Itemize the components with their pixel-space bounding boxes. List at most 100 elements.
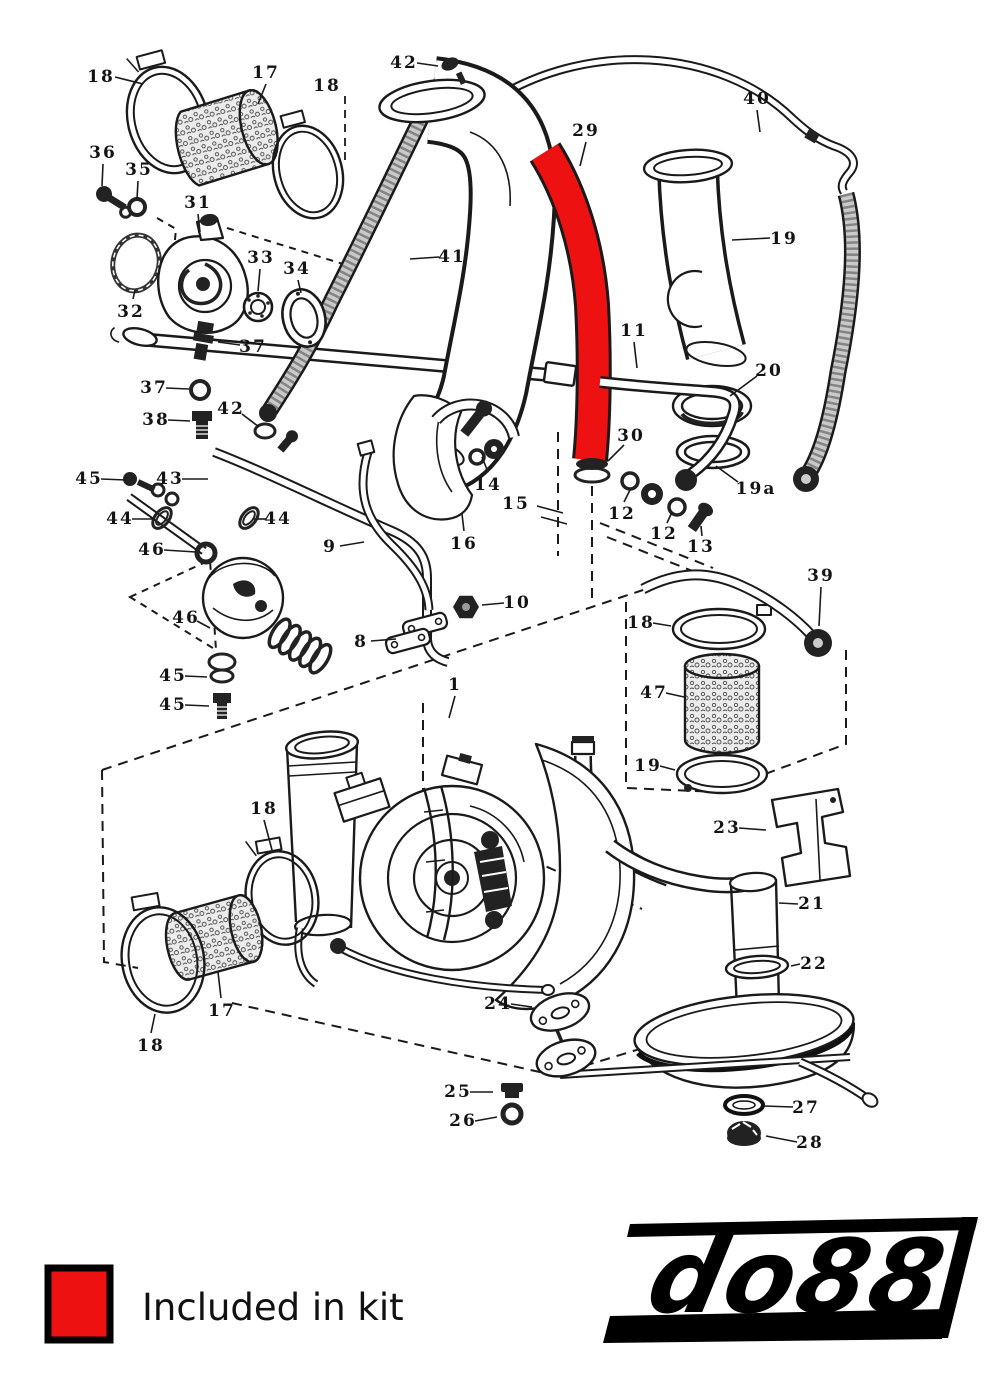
leader-line bbox=[339, 541, 365, 547]
sump-plate bbox=[633, 993, 856, 1089]
leader-line bbox=[700, 525, 703, 537]
oil-pipe-straight bbox=[110, 326, 576, 387]
leader-line bbox=[623, 489, 631, 503]
leader-line bbox=[100, 478, 127, 481]
leader-line bbox=[665, 692, 685, 698]
drain-pipes bbox=[560, 1057, 879, 1108]
leader-line bbox=[167, 419, 191, 422]
washers-45-bolt bbox=[207, 652, 237, 719]
seal-42 bbox=[253, 422, 298, 453]
legend-label: Included in kit bbox=[142, 1286, 404, 1329]
leader-line bbox=[481, 602, 505, 606]
oil-pipe-9 bbox=[356, 439, 429, 610]
air-tube-19 bbox=[642, 147, 747, 370]
oil-pickup-21 bbox=[610, 846, 781, 1010]
leader-line bbox=[114, 76, 144, 85]
logo-text: do88 bbox=[638, 1218, 956, 1337]
pump-31 bbox=[157, 213, 249, 334]
part-label-37: 37 bbox=[140, 378, 168, 398]
leader-line bbox=[257, 268, 261, 292]
leader-line bbox=[738, 827, 767, 831]
leader-line bbox=[297, 279, 302, 294]
leader-line bbox=[101, 163, 104, 187]
part-label-10: 10 bbox=[503, 593, 531, 613]
part-label-46: 46 bbox=[138, 540, 166, 560]
nut-25 bbox=[501, 1083, 523, 1098]
leader-line bbox=[257, 83, 267, 105]
part-label-32: 32 bbox=[117, 302, 145, 322]
part-label-36: 36 bbox=[89, 143, 117, 163]
nut-46 bbox=[194, 541, 218, 565]
breather-filter-47 bbox=[683, 652, 761, 755]
part-label-1: 1 bbox=[448, 675, 462, 695]
part-label-44: 44 bbox=[106, 509, 134, 529]
hose-clamp-18-bottom-left bbox=[120, 891, 206, 1014]
leader-line bbox=[659, 765, 676, 771]
stud-37 bbox=[192, 320, 215, 361]
legend-swatch bbox=[44, 1264, 114, 1344]
part-label-12: 12 bbox=[650, 524, 678, 544]
part-label-40: 40 bbox=[743, 89, 771, 109]
clamp-18-filterbox bbox=[671, 604, 772, 651]
leader-line bbox=[765, 1135, 798, 1143]
part-label-11: 11 bbox=[620, 321, 648, 341]
leader-line bbox=[756, 109, 761, 133]
legend: Included in kit bbox=[44, 1264, 404, 1344]
nut-28 bbox=[727, 1121, 761, 1146]
hose-clamp-30 bbox=[573, 458, 611, 484]
turbocharger-1 bbox=[284, 730, 636, 1011]
leader-line bbox=[715, 465, 739, 483]
part-label-16: 16 bbox=[450, 534, 478, 554]
leader-line bbox=[136, 180, 139, 200]
bolt-38 bbox=[192, 411, 212, 439]
leader-line bbox=[196, 620, 211, 629]
logo-top-bar bbox=[627, 1217, 978, 1237]
part-label-30: 30 bbox=[617, 426, 645, 446]
leader-line bbox=[481, 456, 489, 473]
part-label-42: 42 bbox=[217, 399, 245, 419]
leader-line bbox=[633, 341, 638, 369]
clamp-44-left bbox=[151, 506, 173, 530]
part-label-31: 31 bbox=[184, 193, 212, 213]
part-label-21: 21 bbox=[798, 894, 826, 914]
nut-26 bbox=[500, 1102, 524, 1126]
filter-hose-17-bottom bbox=[164, 894, 264, 981]
part-label-18: 18 bbox=[313, 76, 341, 96]
part-label-18: 18 bbox=[137, 1036, 165, 1056]
part-label-41: 41 bbox=[438, 247, 466, 267]
part-label-8: 8 bbox=[354, 632, 368, 652]
banjo-bolt-cluster-12-13 bbox=[620, 471, 713, 532]
leader-line bbox=[150, 1013, 156, 1034]
part-label-17: 17 bbox=[252, 63, 280, 83]
hose-40 bbox=[487, 60, 853, 492]
part-label-13: 13 bbox=[687, 537, 715, 557]
part-label-22: 22 bbox=[800, 954, 828, 974]
nut-10 bbox=[453, 595, 479, 619]
leader-line bbox=[731, 237, 771, 241]
seal-ring-22 bbox=[724, 954, 790, 980]
leader-line bbox=[370, 638, 397, 642]
washer-35 bbox=[127, 197, 147, 217]
part-label-19: 19 bbox=[770, 229, 798, 249]
bearing-33 bbox=[242, 291, 274, 323]
highlighted-hose-29 bbox=[545, 152, 594, 460]
part-label-45: 45 bbox=[159, 666, 187, 686]
leader-line bbox=[818, 586, 822, 627]
o-ring-32 bbox=[110, 232, 162, 294]
part-label-20: 20 bbox=[755, 361, 783, 381]
hose-clamp-18-topmid bbox=[271, 109, 345, 220]
part-label-19a: 19a bbox=[736, 479, 777, 499]
clamp-44-right bbox=[238, 506, 260, 530]
leader-line bbox=[763, 1105, 794, 1108]
leader-line bbox=[474, 1116, 498, 1122]
part-label-33: 33 bbox=[247, 248, 275, 268]
part-label-18: 18 bbox=[250, 799, 278, 819]
part-label-27: 27 bbox=[792, 1098, 820, 1118]
part-label-14: 14 bbox=[474, 475, 502, 495]
part-label-15: 15 bbox=[502, 494, 530, 514]
filter-hose-17-top bbox=[174, 88, 279, 187]
pressure-pump-46 bbox=[201, 556, 333, 675]
logo-right-bar bbox=[932, 1217, 978, 1338]
